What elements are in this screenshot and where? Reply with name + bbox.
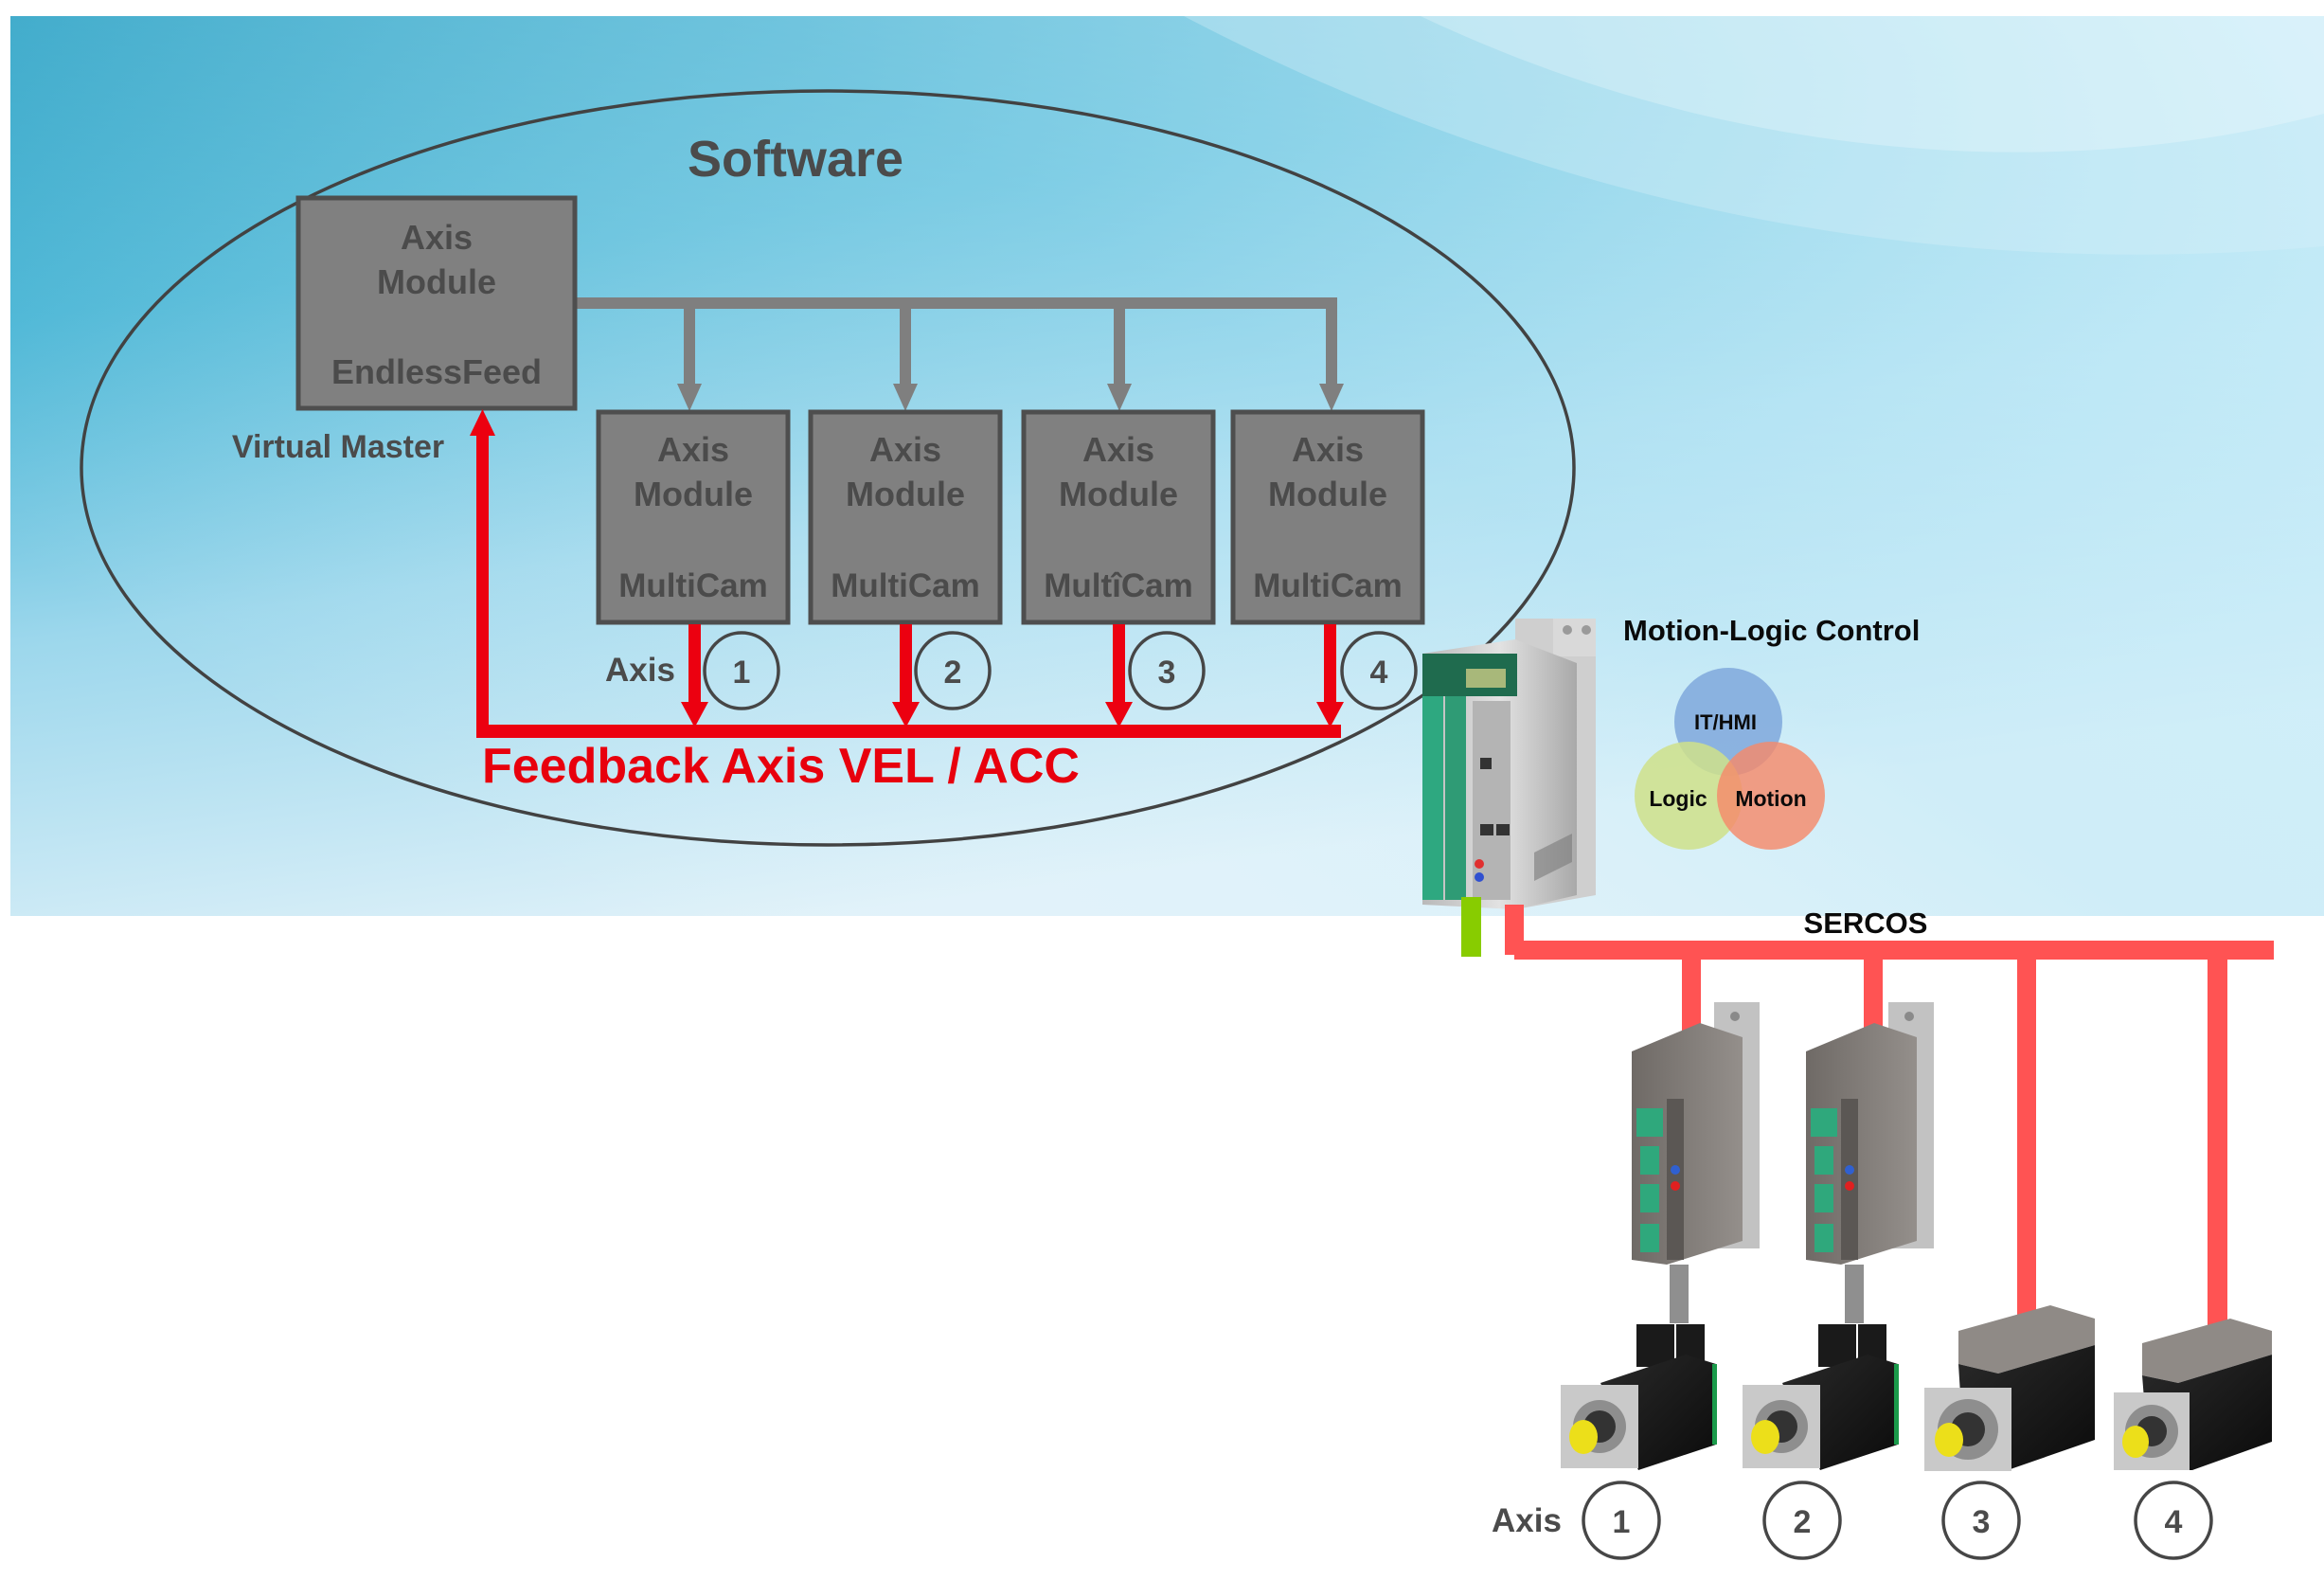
svg-text:3: 3 (1158, 655, 1176, 691)
sercos-bus (1505, 905, 2274, 1331)
module-1-line3: MultiCam (618, 567, 768, 604)
software-axis-badge-2: 2 (914, 631, 992, 710)
axis-module-4[interactable]: Axis Module MultiCam (1230, 409, 1425, 625)
servo-drive-1 (1632, 1002, 1760, 1323)
hardware-axis-badge-1: 1 (1582, 1481, 1661, 1560)
venn-label-logic: Logic (1649, 786, 1707, 811)
motion-logic-controller-image (1422, 619, 1596, 909)
module-4-line2: Module (1268, 475, 1387, 513)
axis-module-2[interactable]: Axis Module MultiCam (808, 409, 1003, 625)
virtual-master-module[interactable]: Axis Module EndlessFeed (295, 195, 578, 411)
software-axis-badge-1: 1 (703, 631, 780, 710)
master-line2: Module (377, 262, 496, 301)
servo-drive-2 (1806, 1002, 1934, 1323)
sercos-branch-3 (2017, 957, 2036, 1319)
svg-text:1: 1 (733, 655, 751, 691)
software-boundary (80, 89, 1576, 847)
sercos-label: SERCOS (1804, 907, 1928, 940)
module-1-line2: Module (634, 475, 753, 513)
software-title: Software (688, 131, 903, 188)
integrated-motor-3 (1924, 1305, 2095, 1471)
feedback-arrow-4 (1316, 624, 1344, 727)
software-axis-badge-4: 4 (1340, 631, 1418, 710)
hardware-axis-label: Axis (1492, 1502, 1562, 1539)
venn-diagram: IT/HMI Logic Motion (1635, 668, 1825, 850)
module-3-line2: Module (1059, 475, 1178, 513)
feedback-arrow-1 (681, 624, 708, 727)
svg-text:2: 2 (944, 655, 962, 691)
venn-motion (1717, 742, 1825, 850)
feedback-arrow-3 (1105, 624, 1133, 727)
controller-title: Motion-Logic Control (1623, 614, 1920, 647)
svg-text:4: 4 (2165, 1504, 2183, 1540)
sercos-branch-2 (1864, 957, 1883, 1032)
feedback-arrow-up (470, 409, 495, 738)
master-line3: EndlessFeed (331, 352, 542, 391)
hardware-axis-badge-3: 3 (1941, 1481, 2021, 1560)
master-distribution-bus (575, 297, 1344, 411)
module-2-line1: Axis (869, 430, 941, 469)
sercos-branch-1 (1682, 957, 1701, 1032)
hardware-axis-badge-4: 4 (2134, 1481, 2213, 1560)
feedback-loop (470, 409, 1344, 738)
servo-motor-1 (1561, 1324, 1717, 1470)
sercos-branch-4 (2208, 957, 2227, 1331)
module-3-line3: MultîCam (1044, 567, 1193, 604)
bus-arrow-1 (677, 297, 702, 411)
servo-motor-2 (1743, 1324, 1899, 1470)
bus-arrow-2 (893, 297, 918, 411)
feedback-label: Feedback Axis VEL / ACC (482, 739, 1080, 794)
module-2-line3: MultiCam (831, 567, 980, 604)
module-4-line1: Axis (1292, 430, 1364, 469)
bus-arrow-3 (1107, 297, 1132, 411)
module-1-line1: Axis (657, 430, 729, 469)
master-line1: Axis (401, 218, 473, 257)
svg-text:3: 3 (1973, 1504, 1991, 1540)
module-4-line3: MultiCam (1253, 567, 1403, 604)
software-axis-badge-3: 3 (1128, 631, 1206, 710)
module-2-line2: Module (846, 475, 965, 513)
virtual-master-label: Virtual Master (232, 429, 444, 465)
hardware-axis-badge-2: 2 (1762, 1481, 1842, 1560)
software-axis-label: Axis (605, 652, 675, 689)
svg-text:1: 1 (1613, 1504, 1631, 1540)
axis-module-3[interactable]: Axis Module MultîCam (1021, 409, 1216, 625)
venn-label-motion: Motion (1735, 786, 1806, 811)
venn-logic (1635, 742, 1743, 850)
bus-arrow-4 (1319, 303, 1344, 411)
axis-module-1[interactable]: Axis Module MultiCam (596, 409, 791, 625)
svg-text:2: 2 (1794, 1504, 1812, 1540)
feedback-arrow-2 (892, 624, 920, 727)
ethernet-cable (1461, 897, 1481, 957)
svg-text:4: 4 (1370, 655, 1388, 691)
module-3-line1: Axis (1082, 430, 1154, 469)
venn-label-it-hmi: IT/HMI (1694, 710, 1757, 734)
integrated-motor-4 (2114, 1319, 2272, 1470)
